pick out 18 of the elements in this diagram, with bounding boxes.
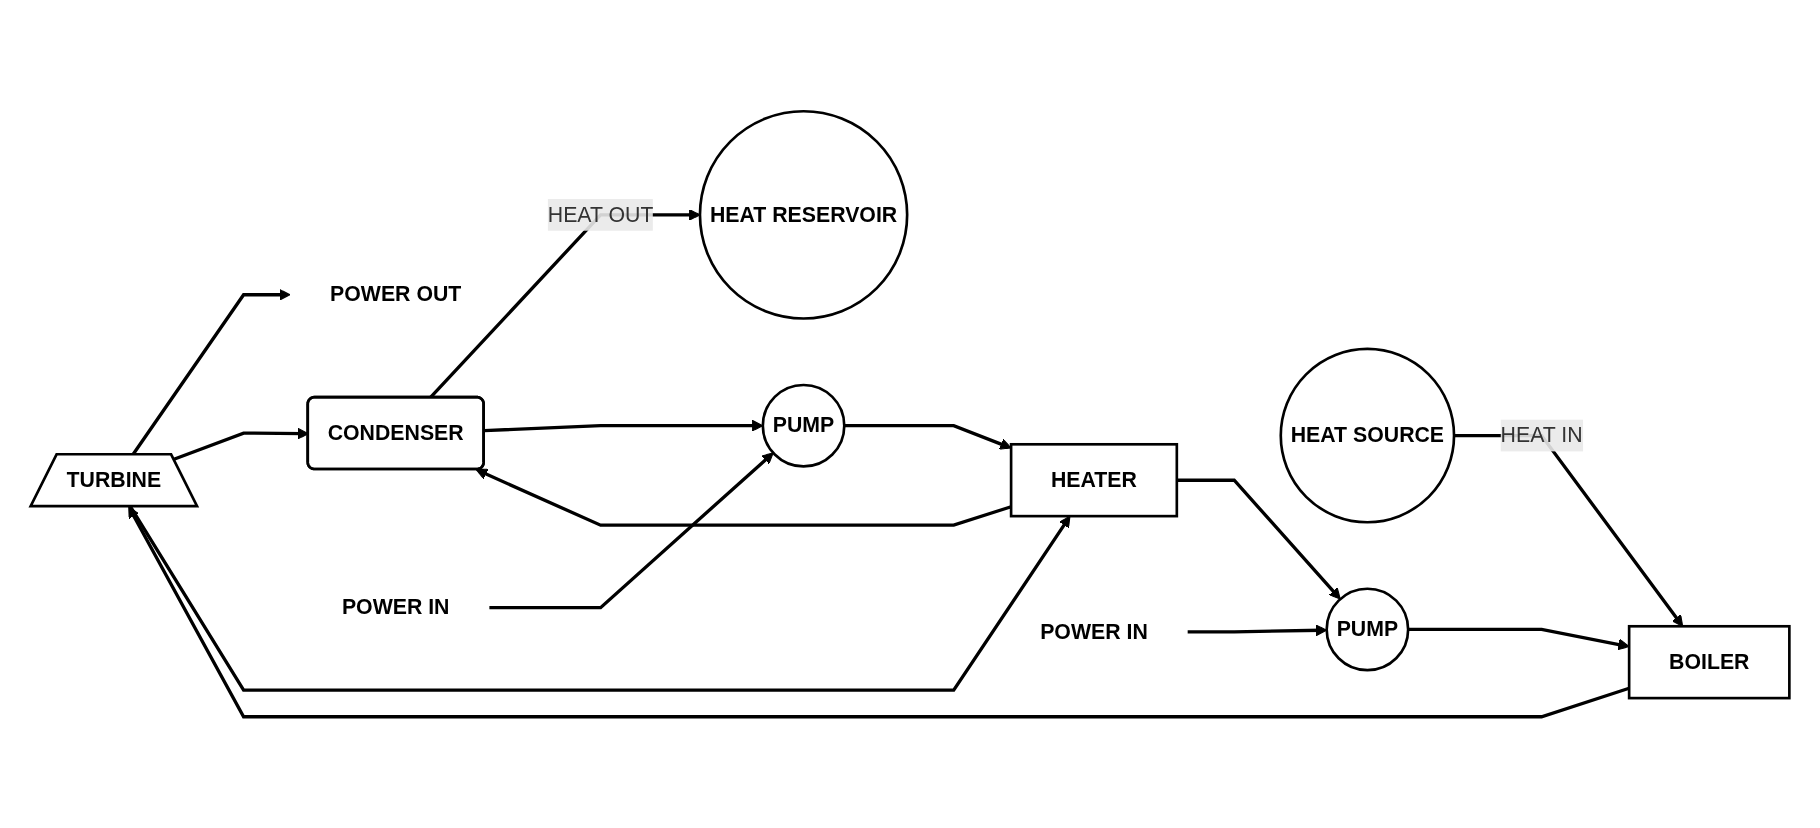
arrow: [489, 452, 774, 610]
edge-label: HEAT IN: [1500, 423, 1583, 447]
node-text: POWER OUT: [330, 282, 462, 306]
arrow: [844, 424, 1012, 450]
node-box: HEATER: [1009, 443, 1179, 518]
arrow: [128, 506, 1630, 719]
arrow: [1408, 627, 1630, 651]
edge-label: HEAT OUT: [547, 202, 654, 226]
arrow: [1176, 478, 1341, 600]
node-text: POWER IN: [1040, 619, 1148, 643]
node-circle: PUMP: [1325, 587, 1410, 672]
node-text: POWER IN: [341, 595, 450, 619]
arrow: [484, 419, 764, 433]
arrow: [475, 468, 1012, 527]
node-circle: HEAT SOURCE: [1279, 347, 1456, 524]
node-circle: HEAT RESERVOIR: [698, 109, 909, 320]
node-circle: PUMP: [761, 383, 846, 468]
node-box: BOILER: [1627, 624, 1791, 700]
